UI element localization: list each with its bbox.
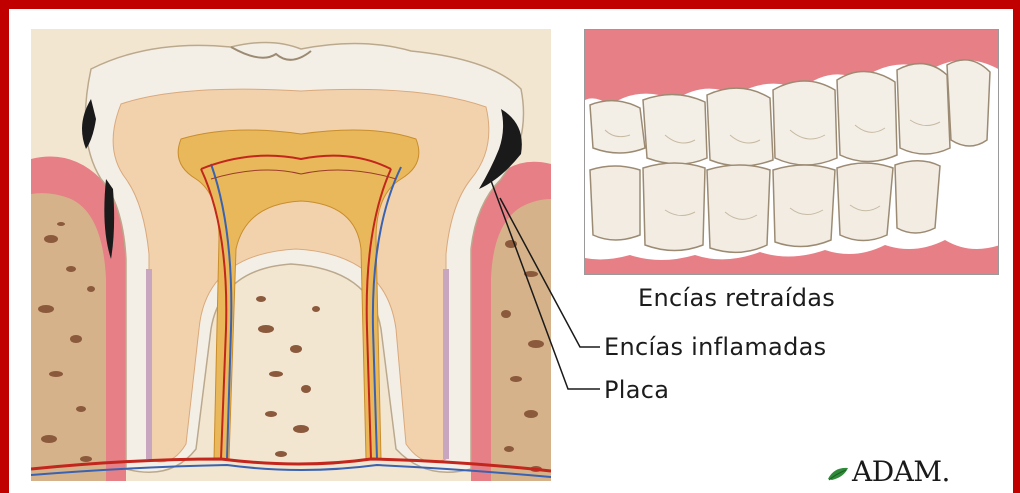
inflamed-gums-label: Encías inflamadas (604, 333, 826, 361)
receding-gums-illustration (584, 29, 999, 275)
leaf-icon (826, 465, 850, 483)
adam-logo: ADAM. (826, 455, 950, 489)
plaque-label: Placa (604, 376, 669, 404)
logo-text: ADAM. (852, 455, 950, 489)
tooth-cross-section-illustration (31, 29, 551, 481)
receding-gums-label: Encías retraídas (638, 284, 835, 312)
